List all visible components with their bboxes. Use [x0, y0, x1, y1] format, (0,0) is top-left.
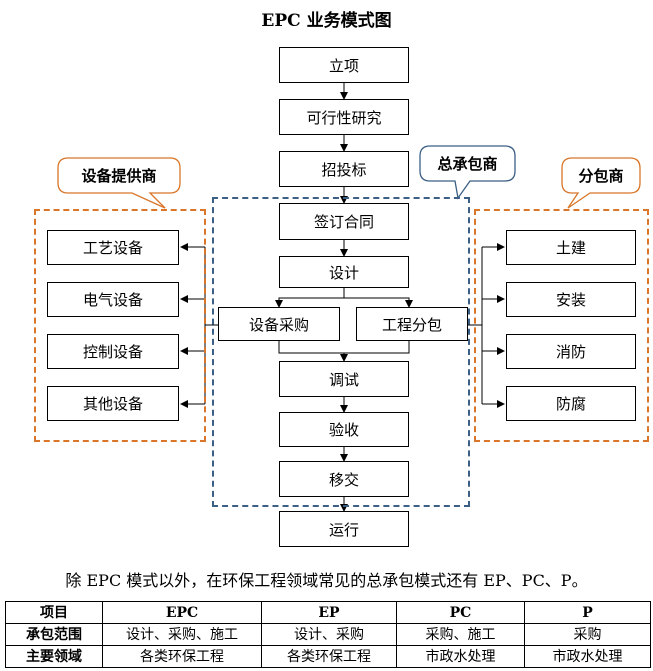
subcontractor-item: 安装	[506, 282, 636, 317]
table-header-row: 项目 EPC EP PC P	[5, 601, 651, 624]
callout-sub-shape	[561, 157, 641, 209]
table-cell: 各类环保工程	[102, 645, 262, 668]
table-cell: 设计、采购	[261, 623, 397, 646]
table-cell: 采购	[524, 623, 651, 646]
arrow-design-procurement	[275, 288, 345, 308]
supplier-item: 工艺设备	[47, 230, 179, 265]
subcontractor-item: 土建	[506, 230, 636, 265]
arrow-design-subcontract	[344, 297, 413, 308]
table-row-label: 主要领域	[5, 645, 103, 668]
subcontractor-item: 防腐	[506, 386, 636, 421]
table-row: 承包范围 设计、采购、施工 设计、采购 采购、施工 采购	[5, 623, 651, 646]
step-bidding: 招投标	[279, 151, 409, 187]
supplier-item: 电气设备	[47, 282, 179, 317]
sub-group-frame	[474, 209, 649, 442]
table-cell: 市政水处理	[396, 645, 525, 668]
table-header-cell: EP	[261, 601, 397, 624]
supplier-item: 其他设备	[47, 386, 179, 421]
table-header-cell: PC	[396, 601, 525, 624]
table-cell: 各类环保工程	[261, 645, 397, 668]
callout-supplier: 设备提供商	[81, 167, 157, 185]
table-cell: 市政水处理	[524, 645, 651, 668]
callout-supplier-shape	[57, 157, 181, 209]
step-commissioning: 调试	[279, 361, 409, 397]
note-text: 除 EPC 模式以外，在环保工程领域常见的总承包模式还有 EP、PC、P。	[65, 571, 588, 590]
step-initiation: 立项	[279, 47, 409, 83]
step-subcontract: 工程分包	[356, 307, 468, 341]
supplier-item: 控制设备	[47, 334, 179, 369]
table-header-cell: 项目	[5, 601, 103, 624]
table-row: 主要领域 各类环保工程 各类环保工程 市政水处理 市政水处理	[5, 645, 651, 668]
table-row-label: 承包范围	[5, 623, 103, 646]
step-feasibility: 可行性研究	[279, 99, 409, 135]
step-contract: 签订合同	[279, 203, 409, 240]
table-header-cell: EPC	[102, 601, 262, 624]
step-procurement: 设备采购	[218, 307, 340, 341]
table-cell: 采购、施工	[396, 623, 525, 646]
callout-general-contractor: 总承包商	[437, 155, 498, 173]
subcontractor-item: 消防	[506, 334, 636, 369]
summary-table: 项目 EPC EP PC P 承包范围 设计、采购、施工 设计、采购 采购、施工…	[5, 601, 651, 668]
callout-general-shape	[419, 145, 516, 200]
step-design: 设计	[279, 256, 409, 288]
step-acceptance: 验收	[279, 412, 409, 447]
step-handover: 移交	[279, 461, 409, 497]
table-cell: 设计、采购、施工	[102, 623, 262, 646]
step-operation: 运行	[279, 511, 409, 547]
supplier-group-frame	[34, 209, 206, 442]
general-contractor-frame	[212, 197, 470, 507]
table-header-cell: P	[524, 601, 651, 624]
diagram-title: EPC 业务模式图	[261, 11, 392, 31]
callout-subcontractor: 分包商	[578, 167, 624, 185]
